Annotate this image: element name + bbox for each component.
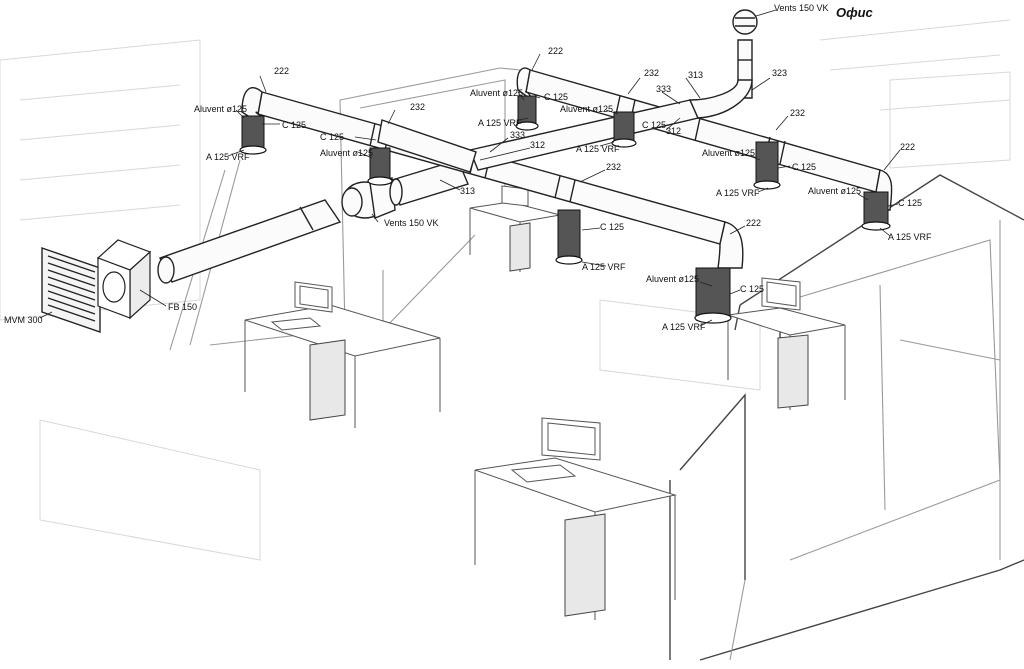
workstation-left	[244, 281, 441, 428]
label-313-b: 313	[688, 70, 703, 80]
background-room-sketch	[0, 19, 1011, 561]
label-232-a: 232	[410, 102, 425, 112]
drop-1	[239, 115, 267, 155]
label-333-a: 333	[510, 130, 525, 140]
label-c125-1: C 125	[282, 120, 306, 130]
label-c125-2: C 125	[320, 132, 344, 142]
label-313-a: 313	[460, 186, 475, 196]
label-a125-7: A 125 VRF	[662, 322, 706, 332]
label-fb150: FB 150	[168, 302, 197, 312]
label-a125-6: A 125 VRF	[582, 262, 626, 272]
label-232-d: 232	[606, 162, 621, 172]
riser-323	[688, 39, 753, 119]
label-222-d: 222	[746, 218, 761, 228]
drop-2	[367, 147, 393, 186]
connector-313-lower	[389, 159, 469, 206]
label-a125-4: A 125 VRF	[716, 188, 760, 198]
drop-3	[515, 95, 539, 131]
drop-4	[611, 111, 637, 148]
label-c125-4: C 125	[642, 120, 666, 130]
label-222-c: 222	[900, 142, 915, 152]
workstation-back	[469, 185, 561, 272]
label-a125-3: A 125 VRF	[576, 144, 620, 154]
label-aluvent-6: Aluvent ø125	[808, 186, 861, 196]
label-aluvent-4: Aluvent ø125	[560, 104, 613, 114]
leader-lines	[39, 9, 901, 327]
label-aluvent-5: Aluvent ø125	[702, 148, 755, 158]
label-232-c: 232	[790, 108, 805, 118]
label-232-b: 232	[644, 68, 659, 78]
label-333-b: 333	[656, 84, 671, 94]
label-312-b: 312	[666, 126, 681, 136]
label-aluvent-1: Aluvent ø125	[194, 104, 247, 114]
label-222-b: 222	[548, 46, 563, 56]
drop-5	[555, 209, 583, 265]
vents-150vk-fan-top	[732, 9, 758, 35]
label-222-a: 222	[274, 66, 289, 76]
label-c125-3: C 125	[544, 92, 568, 102]
label-a125-5: A 125 VRF	[888, 232, 932, 242]
vents-150vk-fan-mid	[341, 177, 396, 219]
label-aluvent-7: Aluvent ø125	[646, 274, 699, 284]
label-a125-1: A 125 VRF	[206, 152, 250, 162]
label-mvm300: MVM 300	[4, 315, 43, 325]
main-supply-duct	[157, 199, 342, 284]
label-aluvent-2: Aluvent ø125	[320, 148, 373, 158]
label-312-a: 312	[530, 140, 545, 150]
drop-7	[861, 191, 891, 231]
mvm300-grille	[41, 247, 101, 333]
label-323: 323	[772, 68, 787, 78]
label-c125-5: C 125	[792, 162, 816, 172]
drop-8	[694, 267, 732, 324]
label-a125-2: A 125 VRF	[478, 118, 522, 128]
diagram-title: Офис	[836, 5, 874, 20]
label-aluvent-3: Aluvent ø125	[470, 88, 523, 98]
drop-6	[753, 141, 781, 190]
workstation-center	[474, 417, 677, 620]
fb150-box	[96, 239, 152, 320]
label-vents-top: Vents 150 VK	[774, 3, 829, 13]
label-c125-8: C 125	[740, 284, 764, 294]
labels: Vents 150 VK Vents 150 VK FB 150 MVM 300…	[4, 3, 932, 332]
label-c125-6: C 125	[898, 198, 922, 208]
label-c125-7: C 125	[600, 222, 624, 232]
label-vents-mid: Vents 150 VK	[384, 218, 439, 228]
workstation-right	[727, 277, 846, 410]
